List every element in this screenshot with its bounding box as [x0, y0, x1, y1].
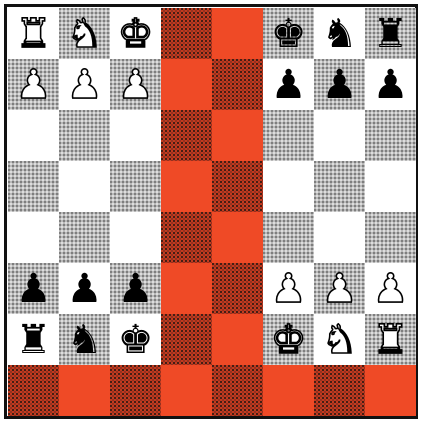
- board-square[interactable]: ♜: [365, 8, 416, 59]
- black-pawn-icon[interactable]: ♟: [67, 269, 103, 309]
- board-square[interactable]: [263, 110, 314, 161]
- board-square[interactable]: [212, 263, 263, 314]
- board-square[interactable]: [365, 365, 416, 416]
- board-square[interactable]: [365, 161, 416, 212]
- board-square[interactable]: [59, 365, 110, 416]
- board-square[interactable]: ♜: [8, 314, 59, 365]
- board-square[interactable]: [365, 110, 416, 161]
- board-square[interactable]: [314, 365, 365, 416]
- board-square[interactable]: [263, 212, 314, 263]
- board-square[interactable]: [314, 161, 365, 212]
- white-king-icon[interactable]: ♚: [118, 14, 154, 54]
- board-square[interactable]: [59, 161, 110, 212]
- board-square[interactable]: ♟: [8, 59, 59, 110]
- board-square[interactable]: ♟: [314, 59, 365, 110]
- board-square[interactable]: [161, 161, 212, 212]
- board-square[interactable]: [8, 365, 59, 416]
- board-square[interactable]: [59, 110, 110, 161]
- board-square[interactable]: ♚: [263, 8, 314, 59]
- board-square[interactable]: [212, 59, 263, 110]
- board-square[interactable]: ♟: [8, 263, 59, 314]
- board-square[interactable]: [110, 110, 161, 161]
- board-square[interactable]: [161, 365, 212, 416]
- board-square[interactable]: [110, 212, 161, 263]
- board-square[interactable]: ♞: [314, 314, 365, 365]
- board-square[interactable]: [212, 314, 263, 365]
- board-square[interactable]: [161, 314, 212, 365]
- white-king-icon[interactable]: ♚: [271, 320, 307, 360]
- board-square[interactable]: [212, 8, 263, 59]
- black-pawn-icon[interactable]: ♟: [322, 65, 358, 105]
- black-pawn-icon[interactable]: ♟: [373, 65, 409, 105]
- board-square[interactable]: ♟: [110, 59, 161, 110]
- board-square[interactable]: ♟: [59, 59, 110, 110]
- board-square[interactable]: ♟: [110, 263, 161, 314]
- board-square[interactable]: [161, 263, 212, 314]
- board-square[interactable]: [59, 212, 110, 263]
- board-square[interactable]: ♟: [365, 263, 416, 314]
- board-square[interactable]: ♞: [314, 8, 365, 59]
- board-square[interactable]: ♟: [263, 59, 314, 110]
- black-king-icon[interactable]: ♚: [118, 320, 154, 360]
- black-rook-icon[interactable]: ♜: [373, 14, 409, 54]
- white-rook-icon[interactable]: ♜: [373, 320, 409, 360]
- board-square[interactable]: ♟: [263, 263, 314, 314]
- board-square[interactable]: [161, 8, 212, 59]
- board-square[interactable]: ♞: [59, 314, 110, 365]
- white-pawn-icon[interactable]: ♟: [271, 269, 307, 309]
- board-square[interactable]: [110, 161, 161, 212]
- white-knight-icon[interactable]: ♞: [322, 320, 358, 360]
- board-square[interactable]: ♚: [110, 314, 161, 365]
- board-square[interactable]: [365, 212, 416, 263]
- board-square[interactable]: ♚: [110, 8, 161, 59]
- board-square[interactable]: [161, 59, 212, 110]
- black-pawn-icon[interactable]: ♟: [16, 269, 52, 309]
- board-square[interactable]: [314, 110, 365, 161]
- white-knight-icon[interactable]: ♞: [67, 14, 103, 54]
- board-square[interactable]: ♟: [365, 59, 416, 110]
- board-square[interactable]: [110, 365, 161, 416]
- board-square[interactable]: ♚: [263, 314, 314, 365]
- white-rook-icon[interactable]: ♜: [16, 14, 52, 54]
- chess-board: ♜ ♞ ♚ ♚ ♞ ♜ ♟ ♟ ♟ ♟ ♟ ♟ ♟ ♟ ♟ ♟ ♟ ♟ ♜ ♞ ♚ ♚ ♞ ♜: [8, 8, 416, 416]
- black-pawn-icon[interactable]: ♟: [118, 269, 154, 309]
- board-square[interactable]: [263, 161, 314, 212]
- white-pawn-icon[interactable]: ♟: [67, 65, 103, 105]
- white-pawn-icon[interactable]: ♟: [118, 65, 154, 105]
- board-square[interactable]: [212, 365, 263, 416]
- board-square[interactable]: [212, 110, 263, 161]
- board-square[interactable]: [314, 212, 365, 263]
- board-square[interactable]: ♟: [314, 263, 365, 314]
- board-square[interactable]: ♟: [59, 263, 110, 314]
- black-knight-icon[interactable]: ♞: [322, 14, 358, 54]
- board-square[interactable]: [212, 161, 263, 212]
- board-square[interactable]: [8, 110, 59, 161]
- black-rook-icon[interactable]: ♜: [16, 320, 52, 360]
- white-pawn-icon[interactable]: ♟: [322, 269, 358, 309]
- white-pawn-icon[interactable]: ♟: [373, 269, 409, 309]
- black-knight-icon[interactable]: ♞: [67, 320, 103, 360]
- board-square[interactable]: ♜: [8, 8, 59, 59]
- board-square[interactable]: [8, 161, 59, 212]
- board-square[interactable]: ♞: [59, 8, 110, 59]
- board-square[interactable]: [161, 110, 212, 161]
- black-pawn-icon[interactable]: ♟: [271, 65, 307, 105]
- white-pawn-icon[interactable]: ♟: [16, 65, 52, 105]
- board-square[interactable]: [161, 212, 212, 263]
- black-king-icon[interactable]: ♚: [271, 14, 307, 54]
- board-square[interactable]: [212, 212, 263, 263]
- board-square[interactable]: [8, 212, 59, 263]
- board-square[interactable]: ♜: [365, 314, 416, 365]
- board-square[interactable]: [263, 365, 314, 416]
